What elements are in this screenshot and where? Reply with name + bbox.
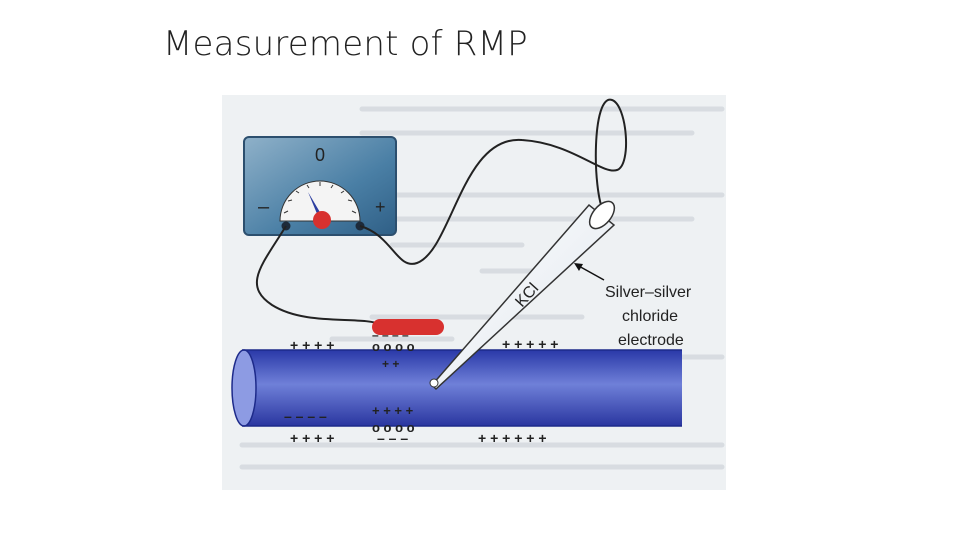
membrane-bottom: o o o o [372, 420, 415, 435]
meter-pivot [313, 211, 331, 229]
membrane-top: o o o o [372, 339, 415, 354]
inner-charges-bottom-left: – – – – [284, 408, 327, 424]
outer-charges-top-left: + + + + [290, 337, 334, 353]
electrode-label-line-3: electrode [618, 332, 684, 349]
inner-charges-bottom-mid: + + + + [372, 403, 414, 418]
electrode-description: Silver–silver chloride electrode [605, 284, 692, 349]
slide-title: Measurement of RMP [163, 24, 528, 64]
outer-charges-bottom-left: + + + + [290, 430, 334, 446]
electrode-opening [588, 200, 616, 230]
electrode-tip [429, 378, 439, 388]
dial-ticks [283, 182, 357, 214]
meter-zero-label: 0 [315, 145, 325, 165]
charges: + + + + + + + + + o o o o – – – – + + – … [284, 328, 558, 446]
outer-charges-bottom-right: + + + + + + [478, 430, 547, 446]
inner-charges-under-probe: – – – – [372, 328, 409, 342]
wire-to-axon [255, 225, 383, 326]
outer-charges-bottom-mid: – – – [377, 430, 408, 446]
meter-plus-label: + [375, 197, 386, 217]
voltmeter-dial [279, 180, 361, 222]
electrode-label-line-2: chloride [622, 308, 678, 325]
electrode-tube [430, 203, 616, 391]
electrode-arrow [576, 264, 605, 281]
meter-minus-label: – [258, 196, 270, 218]
surface-contact [372, 319, 444, 335]
micro-electrode: KCl [429, 200, 616, 391]
wire-to-electrode [359, 98, 628, 265]
electrode-label-line-1: Silver–silver [605, 284, 692, 301]
outer-charges-top-right: + + + + + [502, 336, 558, 352]
axon-end-cap [231, 349, 257, 427]
inner-charges-top-small: + + [382, 357, 399, 371]
rmp-measurement-figure: 0 – + + + + + + + + + + o o o o – – – – … [222, 95, 726, 490]
voltmeter: 0 – + [243, 136, 397, 236]
